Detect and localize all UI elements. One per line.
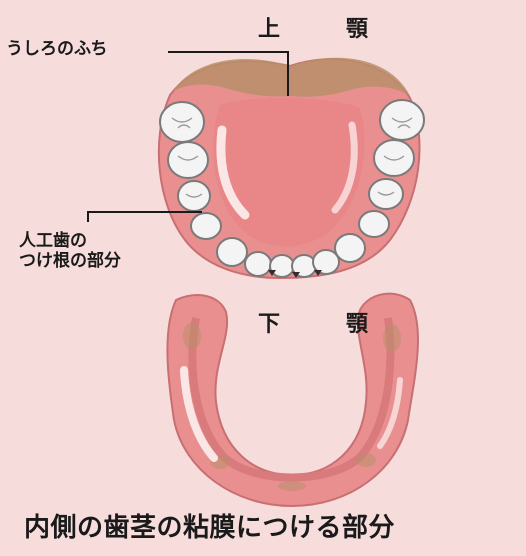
artificial-teeth-root-label-line2: つけ根の部分 xyxy=(19,252,121,272)
tooth xyxy=(178,181,210,211)
upper-jaw-label: 上 顎 xyxy=(258,17,390,42)
tooth xyxy=(380,100,424,140)
tooth xyxy=(191,213,221,239)
artificial-teeth-root-label: 人工歯の つけ根の部分 xyxy=(19,232,121,271)
tooth xyxy=(270,255,294,277)
tooth xyxy=(245,252,271,276)
artificial-teeth-root-label-line1: 人工歯の xyxy=(19,232,121,252)
tooth xyxy=(359,211,389,237)
tooth xyxy=(374,140,414,176)
tooth xyxy=(217,238,247,266)
back-edge-label: うしろのふち xyxy=(6,40,108,60)
upper-denture xyxy=(159,58,424,278)
lower-jaw-label: 下 顎 xyxy=(258,312,390,337)
tooth xyxy=(369,179,403,209)
inner-gum-part-caption: 内側の歯茎の粘膜につける部分 xyxy=(24,514,395,544)
tooth xyxy=(335,234,365,262)
